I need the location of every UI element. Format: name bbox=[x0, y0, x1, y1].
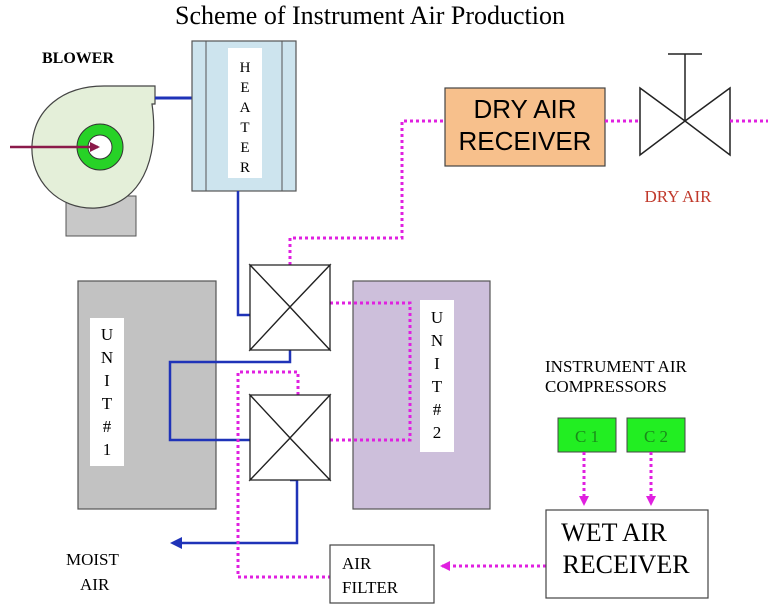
air-filter-line2: FILTER bbox=[342, 578, 399, 597]
unit2-letter: I bbox=[434, 354, 440, 373]
blower bbox=[10, 85, 156, 237]
compressor-c1-label: C 1 bbox=[575, 427, 599, 446]
unit2-letter: N bbox=[431, 331, 443, 350]
moist-air-line1: MOIST bbox=[66, 550, 120, 569]
unit1-letter: U bbox=[101, 325, 113, 344]
wet-air-receiver-line1: WET AIR bbox=[561, 518, 667, 547]
unit1-letter: # bbox=[103, 417, 112, 436]
heater-letter: E bbox=[240, 140, 249, 156]
wet-air-receiver-line2: RECEIVER bbox=[562, 550, 690, 579]
dry-air-receiver-line2: RECEIVER bbox=[459, 126, 592, 156]
diagram-title: Scheme of Instrument Air Production bbox=[175, 1, 565, 30]
lower-switching-valve bbox=[248, 393, 332, 482]
air-filter-line1: AIR bbox=[342, 554, 372, 573]
heater-letter: H bbox=[240, 60, 251, 76]
air-filter bbox=[329, 544, 435, 604]
unit1-letter: T bbox=[102, 394, 113, 413]
unit-2-label-panel bbox=[420, 300, 454, 452]
unit1-letter: N bbox=[101, 348, 113, 367]
heater-letter: T bbox=[240, 120, 249, 136]
outlet-valve bbox=[639, 53, 731, 157]
compressors-heading-line2: COMPRESSORS bbox=[545, 377, 667, 396]
compressors-heading-line1: INSTRUMENT AIR bbox=[545, 357, 687, 376]
moist-air-arrowhead bbox=[170, 537, 182, 549]
heater-label-panel bbox=[228, 48, 262, 178]
unit-1-label-panel bbox=[90, 318, 124, 466]
dry-air-lines bbox=[288, 119, 768, 265]
heater-letter: R bbox=[240, 160, 250, 176]
unit1-letter: 1 bbox=[103, 440, 112, 459]
dry-air-receiver-line1: DRY AIR bbox=[473, 94, 576, 124]
compressor-discharge-lines bbox=[579, 452, 656, 506]
unit2-letter: 2 bbox=[433, 423, 442, 442]
dry-air-receiver bbox=[444, 87, 606, 167]
unit2-letter: U bbox=[431, 308, 443, 327]
compressor-c2 bbox=[626, 417, 686, 453]
moist-air-line2: AIR bbox=[80, 575, 110, 594]
unit1-letter: I bbox=[104, 371, 110, 390]
compressor-c1 bbox=[557, 417, 617, 453]
unit2-letter: # bbox=[433, 400, 442, 419]
heater-letter: A bbox=[240, 100, 251, 116]
upper-switching-valve bbox=[248, 263, 332, 352]
dry-air-label: DRY AIR bbox=[645, 187, 713, 206]
compressor-c2-label: C 2 bbox=[644, 427, 668, 446]
unit2-letter: T bbox=[432, 377, 443, 396]
blower-label: BLOWER bbox=[42, 50, 114, 67]
wet-air-receiver bbox=[545, 509, 709, 599]
heater-letter: E bbox=[240, 80, 249, 96]
process-air-piping bbox=[236, 301, 412, 579]
